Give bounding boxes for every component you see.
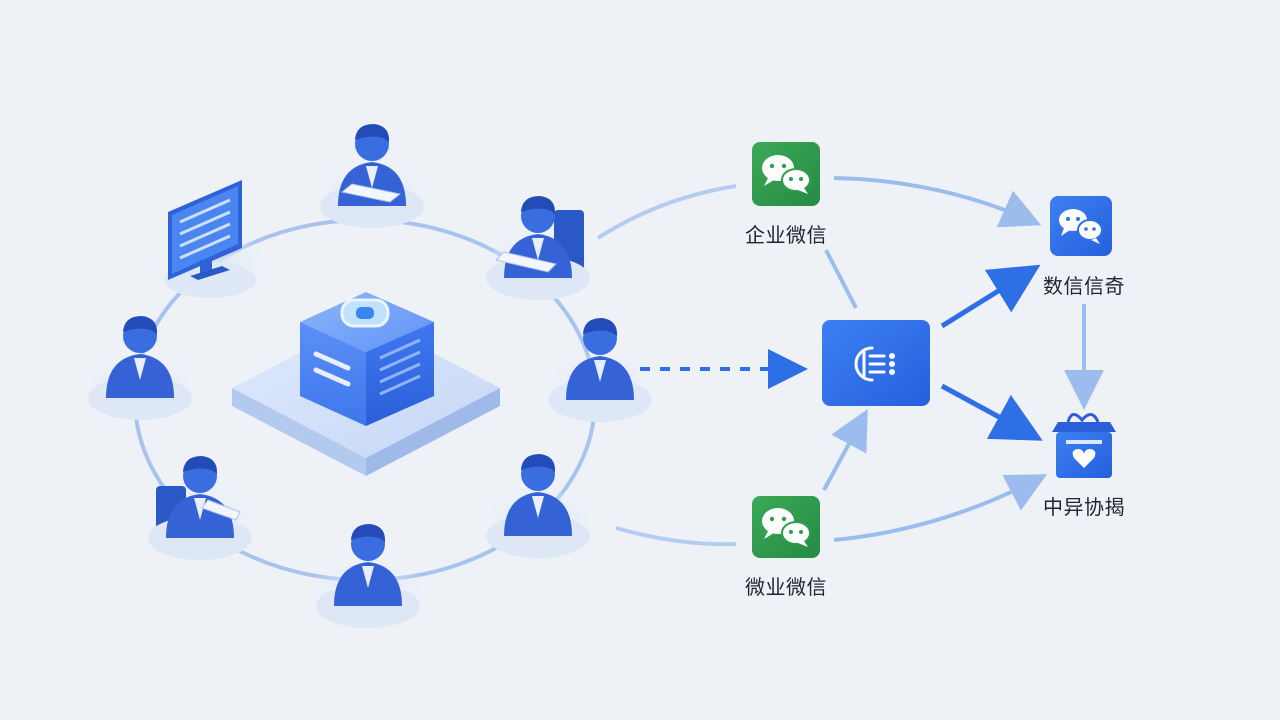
arrow-wecom-top-to-app-top: [833, 176, 1042, 228]
wecom-top-label: 企业微信: [745, 223, 827, 247]
hub-node: [822, 320, 930, 406]
wecom-bottom-label: 微业微信: [745, 575, 827, 599]
person-top-right: [486, 196, 590, 300]
gift-box-icon: [1066, 413, 1102, 468]
person-top: [320, 124, 424, 228]
app-top-tile: [1050, 196, 1112, 256]
wecom-top-tile: [752, 142, 820, 206]
chat-bubbles-icon: [1059, 209, 1103, 244]
link-ring-to-wecom-top: [596, 184, 737, 240]
app-bottom-tile: [1052, 413, 1116, 478]
app-top-label: 数信信奇: [1043, 274, 1125, 298]
arrow-wecom-bottom-to-app-bottom: [833, 474, 1048, 542]
monitor-node: [164, 180, 256, 298]
arrow-hub-to-app-top: [940, 264, 1041, 329]
wechat-icon: [762, 155, 811, 194]
link-wecom-top-to-hub: [824, 249, 858, 309]
hub-logo-icon: [854, 346, 895, 382]
arrow-wecom-bottom-to-hub: [822, 408, 868, 491]
server-cube-icon: [232, 292, 500, 476]
link-ring-to-wecom-bottom: [615, 526, 737, 547]
wecom-bottom-tile: [752, 496, 820, 558]
arrow-hub-to-app-bottom: [940, 383, 1043, 441]
wechat-icon: [762, 508, 811, 547]
app-bottom-label: 中异协揭: [1043, 495, 1125, 519]
person-bottom-left: [148, 456, 252, 560]
